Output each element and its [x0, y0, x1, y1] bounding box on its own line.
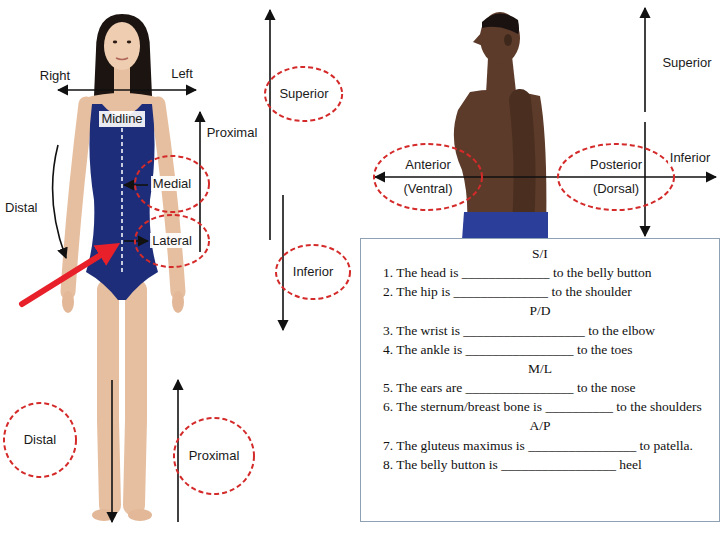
arm: [158, 104, 178, 292]
direction-label: Superior: [660, 55, 713, 71]
term-circle: Proximal: [172, 416, 256, 496]
hand: [172, 291, 184, 313]
quiz-item: 6. The sternum/breast bone is __________…: [369, 397, 711, 416]
right-left-arrow: [58, 89, 196, 91]
proximal-arrow: [177, 380, 179, 522]
term-text-box: Medial: [151, 176, 193, 192]
inferior-arrow: [644, 122, 646, 236]
term-text: Proximal: [187, 448, 242, 463]
term-circle: Inferior: [274, 243, 352, 301]
term-text-box: Proximal: [187, 448, 242, 464]
term-text-box: Distal: [22, 432, 59, 448]
swimsuit: [86, 104, 158, 300]
term-text: Lateral: [150, 233, 194, 248]
term-text: Posterior (Dorsal): [588, 157, 644, 196]
term-text-box: Inferior: [291, 264, 335, 280]
term-circle: Distal: [2, 401, 78, 479]
direction-label: Left: [169, 66, 195, 82]
shorts: [462, 212, 548, 240]
circle-outline: [556, 142, 676, 212]
term-text-box: Anterior (Ventral): [392, 153, 464, 201]
eye: [113, 41, 117, 44]
term-text-box: Posterior (Dorsal): [580, 153, 652, 201]
term-circle: Posterior (Dorsal): [556, 142, 676, 212]
quiz-heading: P/D: [369, 301, 711, 320]
circle-outline: [372, 142, 484, 212]
anterior-posterior-arrow: [375, 176, 716, 178]
distal-arrow: [111, 380, 113, 522]
term-text-box: Lateral: [150, 233, 194, 249]
quiz-box: S/I1. The head is _____________ to the b…: [360, 238, 720, 522]
term-text: Inferior: [291, 264, 335, 279]
face: [104, 22, 140, 70]
leg: [108, 290, 110, 505]
distal-arrow: [53, 145, 66, 258]
term-circle: Superior: [263, 65, 344, 123]
term-circle: Medial: [133, 154, 211, 214]
dashed-circle: [135, 156, 209, 212]
hand: [62, 291, 74, 313]
dashed-circle: [276, 245, 350, 299]
hair: [94, 14, 152, 100]
dashed-circle: [558, 144, 674, 210]
direction-label: Right: [38, 68, 72, 84]
term-text: Distal: [22, 432, 59, 447]
man-figure: [454, 12, 548, 240]
direction-label: Proximal: [205, 125, 260, 141]
direction-label: Midline: [99, 111, 144, 127]
dashed-circle: [135, 215, 209, 267]
hair: [482, 13, 519, 34]
dashed-circle: [174, 418, 254, 494]
quiz-heading: S/I: [369, 244, 711, 263]
quiz-heading: M/L: [369, 359, 711, 378]
superior-arrow: [269, 10, 271, 240]
quiz-item: 8. The belly button is _________________…: [369, 455, 711, 474]
proximal-arrow: [199, 112, 201, 252]
term-text: Anterior (Ventral): [401, 157, 454, 196]
dashed-circle: [374, 144, 482, 210]
eye: [127, 41, 131, 44]
superior-arrow: [644, 8, 646, 112]
term-text-box: Superior: [277, 86, 330, 102]
term-circle: Lateral: [133, 213, 211, 269]
quiz-item: 5. The ears are ________________ to the …: [369, 378, 711, 397]
term-circle: Anterior (Ventral): [372, 142, 484, 212]
direction-label: Inferior: [668, 150, 712, 166]
quiz-item: 1. The head is _____________ to the bell…: [369, 263, 711, 282]
ear: [504, 34, 512, 46]
term-text: Medial: [151, 176, 193, 191]
midline-dashes: [121, 128, 123, 272]
pointer-arrow: [22, 248, 112, 304]
mouth: [116, 58, 128, 60]
leg: [134, 290, 136, 505]
quiz-item: 2. The hip is ______________ to the shou…: [369, 282, 711, 301]
quiz-item: 4. The ankle is ________________ to the …: [369, 340, 711, 359]
head: [480, 12, 520, 64]
direction-label: Distal: [3, 200, 40, 216]
dashed-circle: [265, 67, 342, 121]
inferior-arrow: [282, 195, 284, 330]
quiz-item: 7. The gluteus maximus is ______________…: [369, 436, 711, 455]
quiz-heading: A/P: [369, 416, 711, 435]
term-text: Superior: [277, 86, 330, 101]
nose: [473, 32, 483, 46]
quiz-item: 3. The wrist is __________________ to th…: [369, 321, 711, 340]
foot: [128, 509, 152, 521]
dashed-circle: [4, 403, 76, 477]
